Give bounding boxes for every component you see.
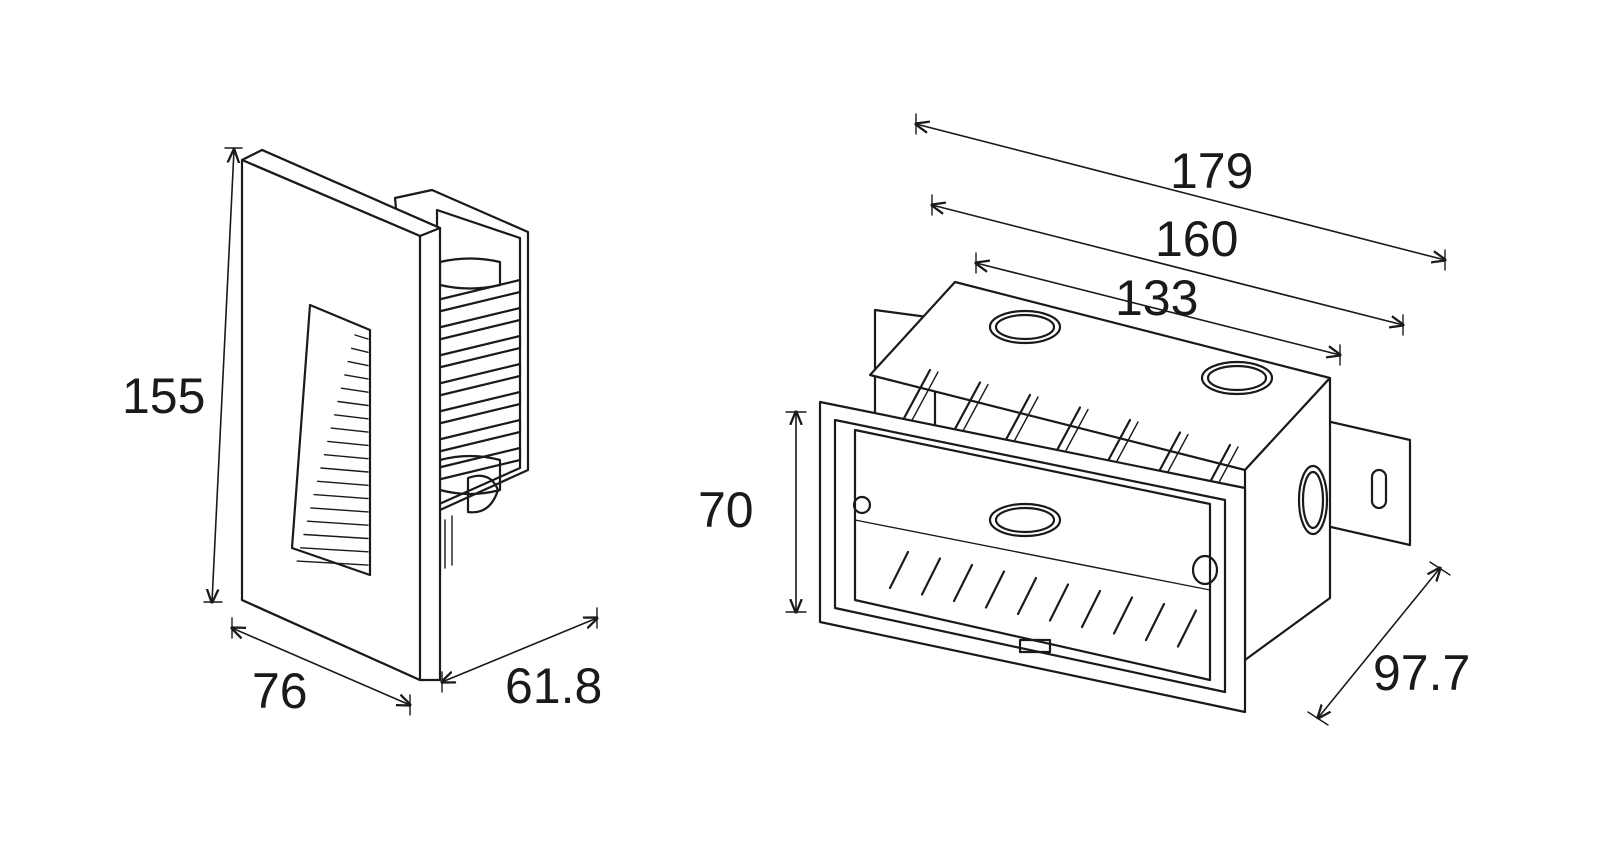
- louvre-line: [330, 427, 369, 433]
- louvre-line: [299, 547, 369, 553]
- louvre-line: [310, 507, 369, 513]
- dim-97-7: 97.7: [1373, 645, 1470, 701]
- top-rib: [950, 381, 982, 436]
- louvre-line: [327, 440, 369, 447]
- floor-rib: [952, 563, 974, 603]
- floor-rib: [984, 570, 1006, 609]
- top-rib: [1000, 393, 1032, 449]
- top-rib-edge: [909, 371, 939, 425]
- floor-rib: [920, 557, 942, 596]
- louvre-line: [320, 467, 369, 473]
- dim-155: 155: [122, 368, 205, 424]
- dim-line-61-8: [442, 618, 597, 682]
- knockout-2: [1200, 360, 1274, 396]
- floor-rib: [1048, 583, 1070, 622]
- dim-70: 70: [698, 482, 754, 538]
- top-rib-edge: [959, 383, 989, 438]
- dim-line-133: [976, 263, 1340, 355]
- dim-line-97-7: [1318, 568, 1440, 718]
- mounting-box-drawing: 179 160 133 70 97.7: [698, 113, 1470, 726]
- louvre-line: [316, 480, 369, 486]
- louvre-line: [347, 360, 369, 367]
- top-rib: [900, 368, 932, 424]
- louvre-line: [296, 560, 369, 566]
- louvre-line: [354, 334, 369, 340]
- louvre-line: [344, 374, 369, 380]
- dim-179: 179: [1170, 143, 1253, 199]
- louvre-line: [313, 493, 369, 500]
- dim-line-76: [232, 628, 410, 705]
- dim-133: 133: [1115, 270, 1198, 326]
- step-light-drawing: 155 76 61.8: [122, 147, 602, 719]
- knockout-3: [988, 502, 1062, 538]
- floor-rib: [888, 550, 910, 590]
- dim-line-155: [212, 150, 234, 602]
- louvre-line: [303, 533, 369, 540]
- front-plate: [240, 148, 442, 682]
- dim-160: 160: [1155, 211, 1238, 267]
- floor-rib: [1016, 576, 1038, 616]
- floor-rib: [1080, 589, 1102, 629]
- floor-rib: [1112, 596, 1134, 635]
- dim-61-8: 61.8: [505, 658, 602, 714]
- floor-rib: [1144, 602, 1166, 642]
- louvre-line: [340, 387, 369, 393]
- tab-slot: [1370, 468, 1388, 510]
- knockout-side: [1297, 464, 1329, 536]
- floor-rib: [1176, 609, 1198, 648]
- louvre-line: [350, 347, 369, 353]
- front-frame: [818, 400, 1247, 714]
- louvre-line: [306, 520, 369, 526]
- dim-76: 76: [252, 663, 308, 719]
- louvre-line: [333, 414, 369, 420]
- louvre-line: [323, 454, 369, 460]
- louvre-line: [337, 400, 369, 407]
